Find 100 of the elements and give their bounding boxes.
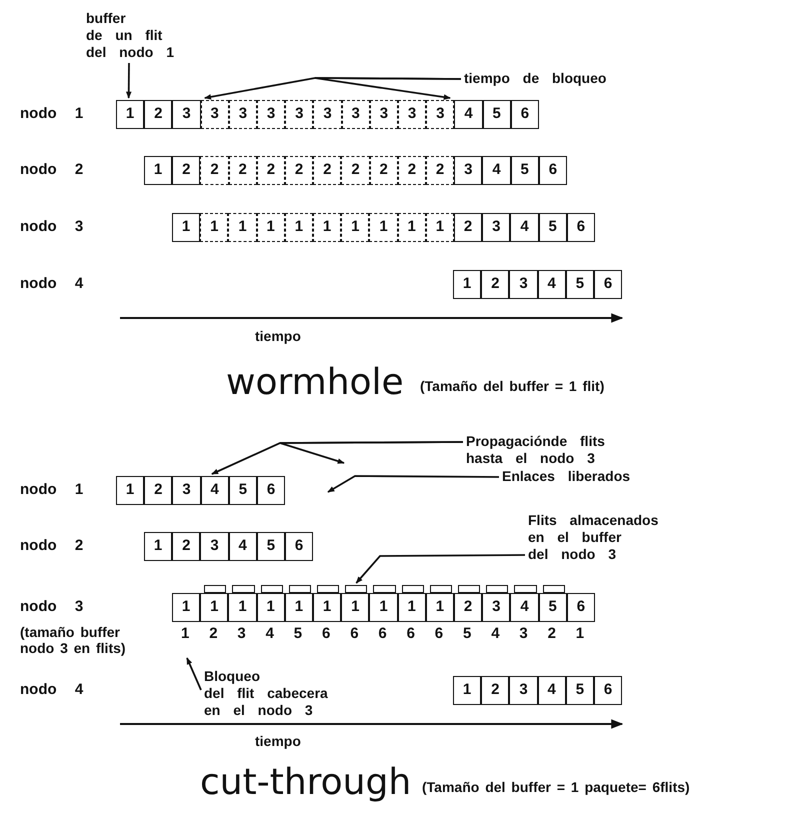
flit-cell: 4 [200, 476, 229, 505]
blocked-flit-cell: 2 [256, 156, 285, 185]
flit-cell: 5 [566, 270, 594, 299]
flit-cell: 1 [256, 593, 285, 622]
blocked-flit-cell: 1 [341, 213, 370, 242]
blocked-flit-cell: 3 [342, 100, 370, 129]
blocked-flit-cell: 1 [369, 213, 398, 242]
blocked-flit-cell: 1 [228, 213, 257, 242]
flit-cell: 2 [454, 213, 482, 242]
axis-label: tiempo [255, 733, 301, 749]
flit-cell: 1 [116, 476, 144, 505]
flit-cell: 5 [510, 156, 539, 185]
leader-arrow [126, 63, 132, 99]
blocked-flit-cell: 2 [285, 156, 314, 185]
section-title: wormhole [226, 362, 404, 403]
blocked-flit-cell: 2 [370, 156, 398, 185]
blocked-flit-cell: 1 [313, 213, 342, 242]
blocked-flit-cell: 2 [200, 156, 229, 185]
annotation-text: tiempo de bloqueo [464, 70, 606, 87]
buffer-count: 2 [209, 625, 218, 642]
annotation-text: Enlaces liberados [502, 468, 630, 485]
row-label: nodo 3 [20, 598, 84, 615]
buffer-slot [542, 585, 565, 593]
leader-arrow [314, 77, 461, 100]
flit-cell: 1 [172, 593, 200, 622]
section-title: cut-through [200, 762, 412, 803]
flit-cell: 1 [172, 213, 200, 242]
buffer-slot [402, 585, 424, 593]
blocked-flit-cell: 3 [313, 100, 342, 129]
flit-cell: 4 [538, 270, 566, 299]
blocked-flit-cell: 3 [426, 100, 454, 129]
row-label: nodo 4 [20, 275, 84, 292]
blocked-flit-cell: 2 [398, 156, 426, 185]
flit-cell: 6 [566, 213, 595, 242]
flit-cell: 1 [426, 593, 454, 622]
buffer-count: 3 [519, 625, 528, 642]
flit-cell: 6 [594, 270, 622, 299]
flit-cell: 1 [369, 593, 398, 622]
flit-cell: 2 [481, 270, 510, 299]
row-label: nodo 1 [20, 481, 84, 498]
buffer-count: 1 [576, 625, 584, 642]
blocked-flit-cell: 3 [398, 100, 426, 129]
buffer-count: 3 [237, 625, 246, 642]
leader-arrow [186, 657, 202, 690]
flit-cell: 6 [510, 100, 539, 129]
flit-cell: 6 [594, 676, 622, 705]
buffer-slot [373, 585, 396, 593]
annotation-text: buffer de un flit del nodo 1 [86, 10, 174, 61]
flit-cell: 1 [116, 100, 144, 129]
buffer-slot [288, 585, 311, 593]
flit-cell: 2 [481, 676, 510, 705]
buffer-count: 6 [434, 625, 444, 642]
buffer-slot [486, 585, 508, 593]
flit-cell: 2 [172, 156, 200, 185]
flit-cell: 3 [172, 100, 201, 129]
flit-cell: 1 [398, 593, 426, 622]
buffer-count: 6 [322, 625, 330, 642]
blocked-flit-cell: 1 [426, 213, 454, 242]
buffer-count: 6 [406, 625, 415, 642]
flit-cell: 4 [510, 593, 539, 622]
leader-arrow [279, 441, 463, 464]
flit-cell: 1 [453, 270, 482, 299]
flit-cell: 1 [284, 593, 313, 622]
buffer-slot [430, 585, 452, 593]
flit-cell: 1 [228, 593, 257, 622]
buffer-count: 4 [266, 625, 274, 642]
buffer-count: 6 [350, 625, 359, 642]
buffer-slot [514, 585, 537, 593]
flit-cell: 1 [341, 593, 370, 622]
buffer-count: 2 [548, 625, 556, 642]
buffer-count: 5 [294, 625, 302, 642]
blocked-flit-cell: 1 [284, 213, 313, 242]
flit-cell: 6 [566, 593, 595, 622]
flit-cell: 1 [313, 593, 342, 622]
buffer-slot [204, 585, 226, 593]
leader-arrow [327, 475, 499, 493]
row-label: nodo 3 [20, 218, 84, 235]
flit-cell: 3 [482, 593, 510, 622]
flit-cell: 3 [482, 213, 510, 242]
blocked-flit-cell: 3 [257, 100, 286, 129]
flit-cell: 5 [482, 100, 511, 129]
buffer-count: 1 [181, 625, 190, 642]
flit-cell: 3 [509, 270, 538, 299]
blocked-flit-cell: 1 [200, 213, 228, 242]
buffer-slot [458, 585, 480, 593]
row-label: nodo 2 [20, 537, 84, 554]
blocked-flit-cell: 3 [285, 100, 314, 129]
flit-cell: 4 [454, 100, 483, 129]
blocked-flit-cell: 2 [228, 156, 257, 185]
buffer-count: 6 [378, 625, 387, 642]
flit-cell: 2 [144, 476, 172, 505]
flit-cell: 5 [228, 476, 257, 505]
flit-cell: 5 [538, 213, 567, 242]
blocked-flit-cell: 3 [200, 100, 229, 129]
row-label: nodo 4 [20, 681, 84, 698]
row-label: nodo 1 [20, 105, 84, 122]
blocked-flit-cell: 2 [341, 156, 370, 185]
blocked-flit-cell: 3 [370, 100, 398, 129]
annotation-text: Propagaciónde flits hasta el nodo 3 [466, 433, 605, 467]
buffer-count: 4 [491, 625, 500, 642]
